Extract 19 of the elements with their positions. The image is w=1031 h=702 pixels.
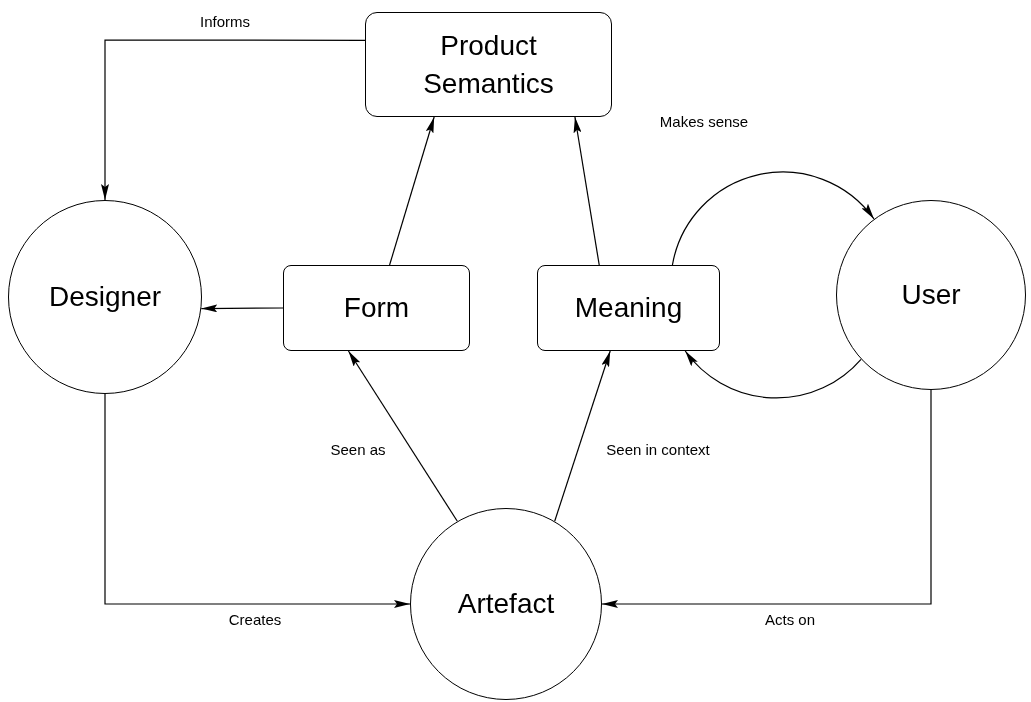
node-label: Product Semantics <box>422 28 555 101</box>
rounded-box <box>365 12 612 117</box>
arrow <box>573 116 600 266</box>
node-label: Form <box>342 291 411 325</box>
rounded-box <box>283 265 470 351</box>
node-label: User <box>900 278 962 312</box>
node-label: Designer <box>47 280 163 314</box>
arrow <box>200 304 284 313</box>
rounded-box <box>537 265 720 351</box>
arrow <box>347 350 458 522</box>
arrow <box>104 393 411 608</box>
arrow <box>601 389 932 608</box>
arrow <box>554 350 611 522</box>
arrow <box>671 171 875 266</box>
arrow <box>389 116 435 266</box>
arrow <box>684 350 862 399</box>
arrow <box>101 39 366 201</box>
node-label: Meaning <box>573 291 684 325</box>
node-label: Artefact <box>456 587 556 621</box>
